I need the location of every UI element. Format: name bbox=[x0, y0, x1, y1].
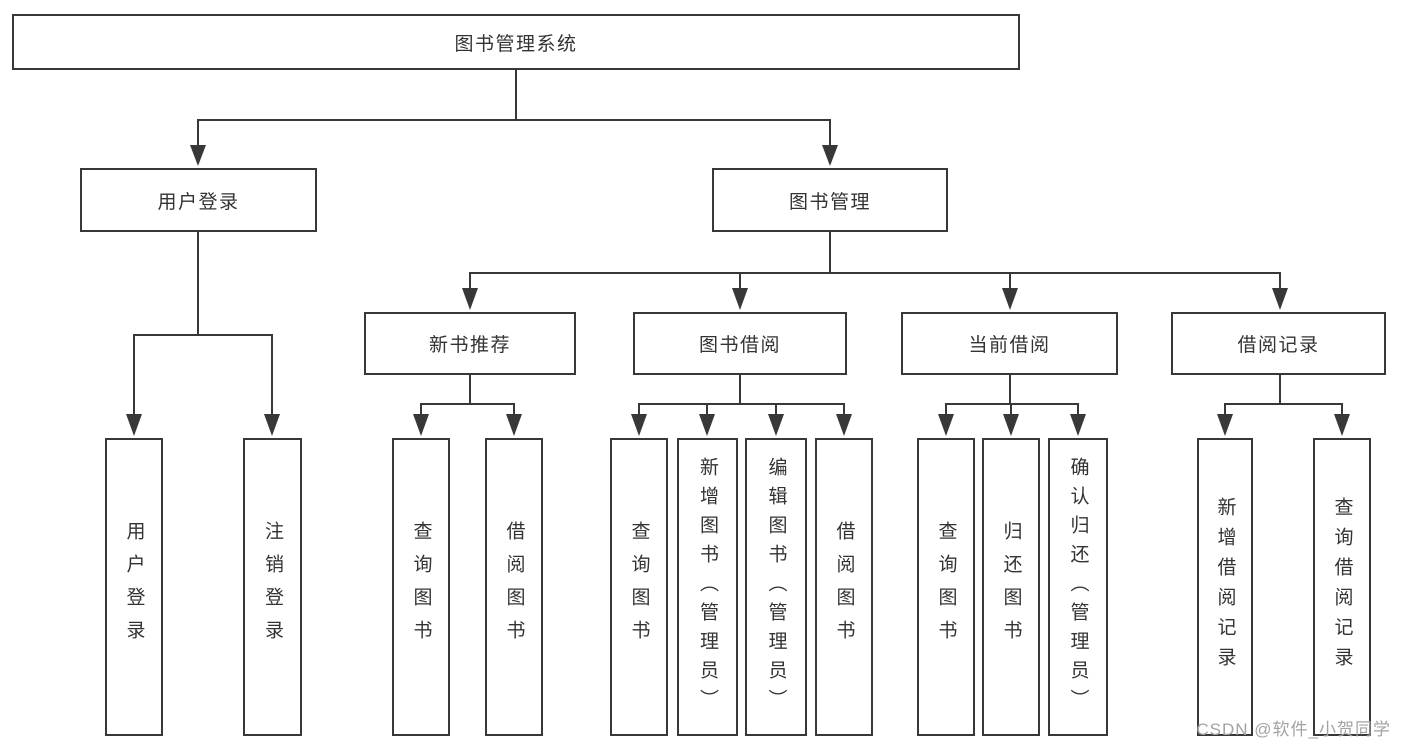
leaf-query-books-2-label: 查询图书 bbox=[628, 521, 650, 653]
leaf-add-book-admin: 新增图书（管理员） bbox=[677, 438, 738, 736]
leaf-add-borrow-record: 新增借阅记录 bbox=[1197, 438, 1253, 736]
leaf-query-borrow-record-label: 查询借阅记录 bbox=[1331, 497, 1353, 677]
leaf-borrow-books-1: 借阅图书 bbox=[485, 438, 543, 736]
node-new-book-recommendation: 新书推荐 bbox=[364, 312, 576, 375]
leaf-logout: 注销登录 bbox=[243, 438, 302, 736]
leaf-query-books-1-label: 查询图书 bbox=[410, 521, 432, 653]
node-root: 图书管理系统 bbox=[12, 14, 1020, 70]
leaf-user-login: 用户登录 bbox=[105, 438, 163, 736]
node-current-borrowing-label: 当前借阅 bbox=[968, 335, 1051, 356]
leaf-edit-book-admin-label: 编辑图书（管理员） bbox=[765, 456, 787, 718]
node-user-login-label: 用户登录 bbox=[157, 191, 240, 213]
leaf-borrow-books-2-label: 借阅图书 bbox=[833, 521, 855, 653]
node-borrowing-records-label: 借阅记录 bbox=[1237, 335, 1320, 356]
node-user-login: 用户登录 bbox=[80, 168, 317, 232]
leaf-logout-label: 注销登录 bbox=[262, 521, 283, 653]
watermark-text: CSDN @软件_小贺同学 bbox=[1196, 720, 1391, 739]
leaf-confirm-return-admin: 确认归还（管理员） bbox=[1048, 438, 1108, 736]
node-book-management-label: 图书管理 bbox=[788, 191, 871, 213]
node-book-borrowing: 图书借阅 bbox=[633, 312, 847, 375]
node-root-label: 图书管理系统 bbox=[454, 33, 578, 55]
leaf-query-books-3: 查询图书 bbox=[917, 438, 975, 736]
node-borrowing-records: 借阅记录 bbox=[1171, 312, 1386, 375]
leaf-confirm-return-admin-label: 确认归还（管理员） bbox=[1067, 456, 1089, 718]
leaf-borrow-books-2: 借阅图书 bbox=[815, 438, 873, 736]
node-book-management: 图书管理 bbox=[712, 168, 948, 232]
leaf-query-borrow-record: 查询借阅记录 bbox=[1313, 438, 1371, 736]
leaf-edit-book-admin: 编辑图书（管理员） bbox=[745, 438, 807, 736]
node-current-borrowing: 当前借阅 bbox=[901, 312, 1118, 375]
node-new-book-recommendation-label: 新书推荐 bbox=[428, 335, 511, 356]
leaf-query-books-3-label: 查询图书 bbox=[935, 521, 957, 653]
leaf-query-books-1: 查询图书 bbox=[392, 438, 450, 736]
leaf-add-book-admin-label: 新增图书（管理员） bbox=[697, 456, 718, 718]
leaf-add-borrow-record-label: 新增借阅记录 bbox=[1214, 497, 1236, 677]
leaf-borrow-books-1-label: 借阅图书 bbox=[503, 521, 525, 653]
node-book-borrowing-label: 图书借阅 bbox=[698, 335, 781, 356]
leaf-query-books-2: 查询图书 bbox=[610, 438, 668, 736]
leaf-user-login-label: 用户登录 bbox=[123, 521, 145, 653]
leaf-return-books-label: 归还图书 bbox=[1000, 521, 1022, 653]
leaf-return-books: 归还图书 bbox=[982, 438, 1040, 736]
